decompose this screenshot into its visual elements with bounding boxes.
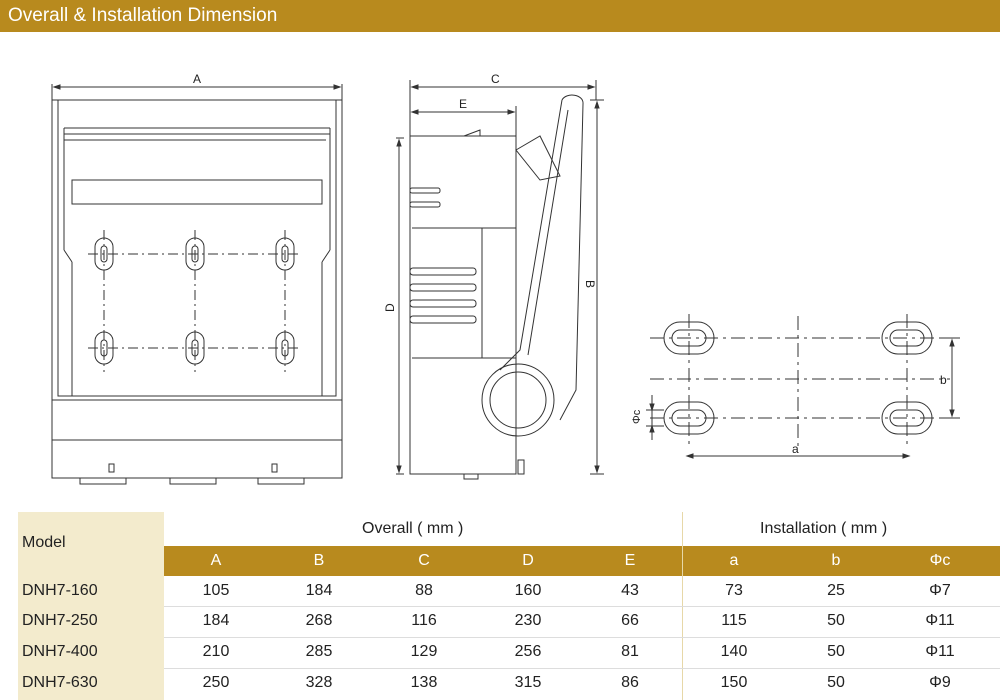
col-header-B: B [313, 552, 325, 569]
col-header-a: a [729, 552, 739, 569]
side-view-drawing [396, 80, 604, 480]
cell-D: 256 [514, 643, 542, 660]
cell-a: 150 [720, 674, 748, 691]
dimension-table: Model Overall ( mm ) Installation ( mm )… [0, 512, 1000, 700]
row-divider [164, 637, 1000, 638]
front-view-drawing [51, 84, 343, 485]
dimension-drawings: A C E D B b a Φc [51, 72, 960, 485]
col-header-A: A [210, 552, 222, 569]
table-row: DNH7-400 210 285 129 256 81 140 50 Φ11 [18, 637, 1000, 667]
section-title-bar: Overall & Installation Dimension [0, 0, 1000, 32]
dim-label-e: E [459, 97, 467, 111]
dim-label-phic: Φc [631, 409, 643, 424]
cell-D: 230 [514, 612, 542, 629]
cell-B: 184 [305, 582, 333, 599]
cell-a: 73 [725, 582, 743, 599]
dim-label-a-lower: a [792, 442, 799, 456]
cell-A: 184 [202, 612, 230, 629]
model-name: DNH7-630 [22, 674, 98, 691]
model-header-cell: Model [18, 512, 164, 576]
dim-label-d: D [383, 303, 397, 312]
cell-A: 210 [202, 643, 230, 660]
table-row: DNH7-250 184 268 116 230 66 115 50 Φ11 [18, 606, 1000, 636]
dim-label-c: C [491, 72, 500, 86]
cell-B: 285 [305, 643, 333, 660]
col-header-E: E [624, 552, 636, 569]
cell-b: 50 [827, 643, 845, 660]
cell-B: 328 [305, 674, 333, 691]
cell-phic: Φ9 [929, 674, 951, 691]
table-row: DNH7-160 105 184 88 160 43 73 25 Φ7 [18, 576, 1000, 606]
cell-b: 25 [827, 582, 845, 599]
cell-phic: Φ11 [925, 612, 955, 629]
model-name: DNH7-400 [22, 643, 98, 660]
section-title: Overall & Installation Dimension [8, 5, 278, 26]
installation-header: Installation ( mm ) [760, 520, 888, 537]
cell-D: 315 [514, 674, 542, 691]
column-header-bar [164, 546, 1000, 576]
cell-A: 250 [202, 674, 230, 691]
cell-a: 140 [720, 643, 748, 660]
cell-A: 105 [202, 582, 230, 599]
table-row: DNH7-630 250 328 138 315 86 150 50 Φ9 [18, 668, 1000, 698]
row-divider [164, 668, 1000, 669]
cell-E: 66 [621, 612, 639, 629]
cell-C: 88 [415, 582, 433, 599]
cell-phic: Φ7 [929, 582, 951, 599]
model-header: Model [22, 534, 66, 551]
col-header-D: D [522, 552, 534, 569]
cell-E: 81 [621, 643, 639, 660]
cell-D: 160 [514, 582, 542, 599]
dim-label-b-upper: B [583, 280, 597, 288]
cell-b: 50 [827, 612, 845, 629]
cell-E: 43 [621, 582, 639, 599]
col-header-b: b [831, 552, 841, 569]
cell-b: 50 [827, 674, 845, 691]
cell-C: 116 [411, 612, 437, 629]
col-header-C: C [418, 552, 430, 569]
dim-label-a-upper: A [193, 72, 201, 86]
model-name: DNH7-160 [22, 582, 98, 599]
col-header-phic: Φc [929, 552, 951, 569]
installation-view-drawing [646, 314, 960, 459]
overall-header: Overall ( mm ) [362, 520, 464, 537]
row-divider [164, 606, 1000, 607]
cell-B: 268 [305, 612, 333, 629]
cell-phic: Φ11 [925, 643, 955, 660]
cell-E: 86 [621, 674, 639, 691]
cell-C: 138 [410, 674, 438, 691]
dim-label-b-lower: b [940, 373, 947, 387]
cell-a: 115 [721, 612, 747, 629]
model-name: DNH7-250 [22, 612, 98, 629]
cell-C: 129 [410, 643, 438, 660]
model-column-bg [18, 576, 164, 700]
